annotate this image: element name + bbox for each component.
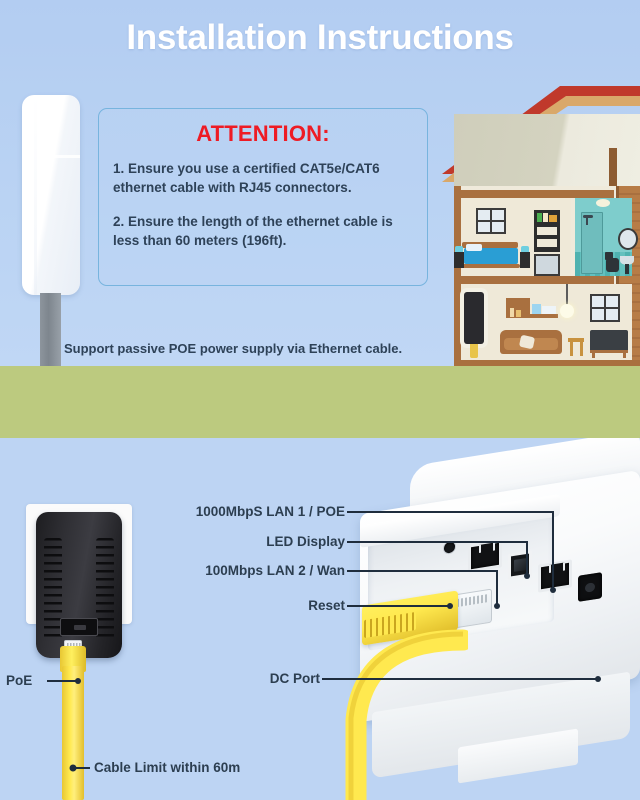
support-note: Support passive POE power supply via Eth… [64, 341, 403, 356]
sofa-pillow [518, 334, 536, 350]
lan1-poe-port[interactable] [538, 559, 572, 593]
label-reset: Reset [308, 598, 345, 613]
attention-box: ATTENTION: 1. Ensure you use a certified… [98, 108, 428, 286]
sink-basin [620, 256, 634, 265]
adapter-output-port [60, 618, 98, 636]
house-floor-middle [454, 276, 614, 284]
pendant-lamp-icon [560, 304, 574, 318]
sink-pedestal [625, 264, 629, 274]
side-stool-leg-right [580, 342, 583, 356]
house-cutaway-illustration [442, 86, 640, 366]
pendant-lamp-cord [566, 284, 568, 306]
adapter-vents-left [44, 538, 62, 642]
poe-power-adapter [36, 512, 122, 658]
shower-head-icon [583, 215, 593, 218]
bed-pillow [466, 244, 482, 251]
house-floor-upper [454, 190, 614, 198]
bedroom-window-icon [476, 208, 506, 234]
poe-adapter-in-house [464, 292, 484, 344]
nightstand-left [454, 252, 464, 268]
label-cable-limit: Cable Limit within 60m [94, 760, 241, 775]
attention-item-2: 2. Ensure the length of the ethernet cab… [113, 214, 393, 248]
ground-strip [0, 366, 640, 438]
top-overview-section: Installation Instructions ATTENTION: 1. … [0, 0, 640, 366]
port-diagram-section: 1000MbpS LAN 1 / POE LED Display 100Mbps… [0, 438, 640, 800]
attention-heading: ATTENTION: [196, 121, 330, 146]
lamp-right-icon [521, 246, 529, 252]
tv-leg-right [623, 352, 626, 358]
adapter-vents-right [96, 538, 114, 642]
shelf-decor-2 [516, 310, 521, 317]
bookshelf-item-5 [537, 239, 557, 247]
label-lan2-wan: 100Mbps LAN 2 / Wan [205, 563, 345, 578]
ethernet-cable-left [62, 666, 84, 800]
shelf-book-2 [542, 306, 556, 314]
lan2-wan-port[interactable] [468, 539, 502, 573]
label-dc-port: DC Port [269, 671, 320, 686]
bookshelf-item-1 [537, 213, 542, 222]
nightstand-right [520, 252, 530, 268]
bed-base [462, 264, 520, 268]
side-stool-top [568, 338, 584, 342]
house-chimney [609, 148, 617, 190]
page-title: Installation Instructions [126, 18, 514, 57]
label-poe: PoE [6, 673, 33, 688]
bathroom-ceiling-lamp-icon [596, 199, 610, 207]
cpe-antenna-body [22, 95, 80, 295]
attention-item-1: 1. Ensure you use a certified CAT5e/CAT6… [113, 161, 380, 195]
dc-power-port[interactable] [578, 572, 602, 602]
shelf-book-1 [532, 304, 541, 314]
ethernet-cable-right [345, 629, 468, 800]
bed-mattress [464, 248, 518, 264]
label-lan1-poe: 1000MbpS LAN 1 / POE [195, 504, 345, 519]
bed-headboard [462, 242, 518, 248]
side-stool-leg-left [570, 342, 573, 356]
label-led-display: LED Display [266, 534, 345, 549]
shower-cabin [581, 212, 603, 274]
bookshelf-item-4 [537, 227, 557, 235]
shelf-decor-1 [510, 308, 514, 317]
toilet-icon [606, 258, 619, 272]
bathroom-mirror-icon [618, 228, 638, 250]
cpe-antenna-pole [40, 293, 61, 366]
wall-shelf-ledge [530, 314, 558, 318]
poe-adapter-plug [470, 344, 478, 358]
led-display-port [508, 550, 532, 580]
television-icon [590, 330, 628, 352]
living-window-icon [590, 294, 620, 322]
tv-stand [590, 350, 628, 353]
bookshelf-item-3 [549, 215, 557, 222]
access-point-device [338, 438, 640, 800]
toilet-tank [605, 252, 613, 260]
lamp-left-icon [455, 246, 463, 252]
shower-pipe [586, 218, 588, 225]
bedroom-mirror-icon [534, 254, 560, 276]
tv-leg-left [592, 352, 595, 358]
bookshelf-item-2 [543, 213, 548, 222]
house-floor-lower [454, 360, 640, 366]
cpe-antenna [16, 95, 88, 366]
